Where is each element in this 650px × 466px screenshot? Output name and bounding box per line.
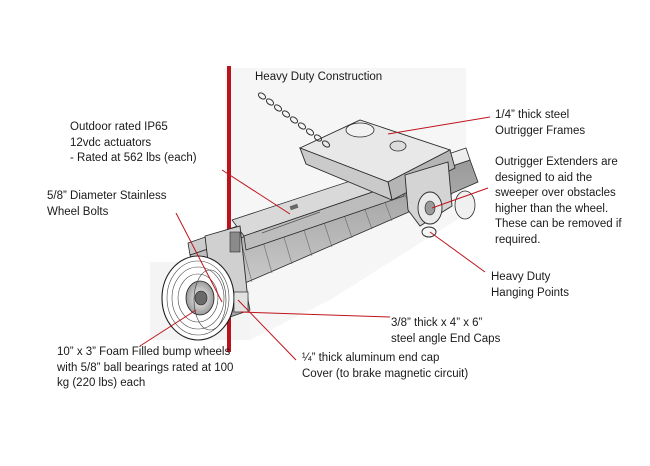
label-line: - Rated at 562 lbs (each) (70, 152, 197, 164)
label-line: 12vdc actuators (70, 136, 152, 149)
outrigger-frames-label: 1/4” thick steel Outrigger Frames (495, 108, 585, 139)
label-line: Hanging Points (491, 286, 569, 299)
label-line: Outdoor rated IP65 (70, 121, 168, 133)
leader-aluminum-end-cap (237, 299, 297, 361)
label-line: 3/8” thick x 4” x 6” (391, 317, 483, 329)
leader-lines (139, 116, 491, 361)
leader-outrigger-extenders (431, 187, 489, 209)
leader-bump-wheels (139, 309, 197, 347)
label-line: Outrigger Extenders are (495, 156, 618, 168)
leader-actuators (221, 169, 291, 215)
label-line: steel angle End Caps (391, 332, 501, 345)
label-line: Cover (to brake magnetic circuit) (302, 367, 469, 380)
actuators-label: Outdoor rated IP65 12vdc actuators - Rat… (70, 120, 197, 167)
label-line: designed to aid the (495, 171, 593, 184)
leader-hanging-points (429, 231, 486, 273)
wheel-bolts-label: 5/8” Diameter Stainless Wheel Bolts (47, 189, 167, 220)
hanging-point (421, 226, 437, 238)
label-line: ¼” thick aluminum end cap (302, 352, 440, 364)
bump-wheel (161, 255, 235, 341)
bump-wheels-label: 10” x 3” Foam Filled bump wheels with 5/… (57, 345, 233, 392)
outrigger-extender (404, 161, 476, 227)
label-line: 1/4” thick steel (495, 109, 570, 121)
label-line: required. (495, 233, 541, 246)
leader-end-caps (239, 311, 391, 318)
outrigger-extenders-label: Outrigger Extenders are designed to aid … (495, 155, 622, 248)
label-line: 10” x 3” Foam Filled bump wheels (57, 346, 231, 358)
aluminum-end-cap-label: ¼” thick aluminum end cap Cover (to brak… (302, 351, 468, 382)
label-line: kg (220 lbs) each (57, 377, 146, 389)
label-line: Heavy Duty (491, 271, 551, 283)
lifting-chain (257, 92, 331, 148)
lift-pole (227, 66, 231, 352)
hanging-points-label: Heavy Duty Hanging Points (491, 270, 569, 301)
end-caps-label: 3/8” thick x 4” x 6” steel angle End Cap… (391, 316, 500, 347)
label-line: Wheel Bolts (47, 205, 109, 218)
label-line: higher than the wheel. (495, 202, 609, 215)
label-line: Outrigger Frames (495, 124, 586, 137)
heavy-duty-construction-label: Heavy Duty Construction (255, 70, 382, 86)
label-line: 5/8” Diameter Stainless (47, 190, 167, 202)
label-line: Heavy Duty Construction (255, 71, 383, 83)
label-line: These can be removed if (495, 218, 622, 230)
label-line: sweeper over obstacles (495, 187, 616, 199)
label-line: with 5/8” ball bearings rated at 100 (57, 361, 234, 374)
aluminum-end-cap (233, 291, 249, 313)
leader-wheel-bolts (175, 212, 223, 303)
leader-outrigger-frames (387, 116, 491, 135)
